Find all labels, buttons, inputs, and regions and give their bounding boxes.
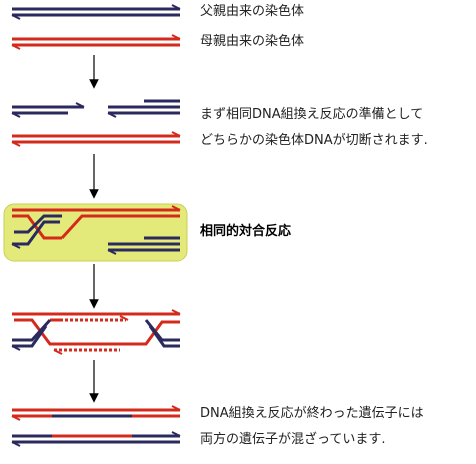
paternal-chromosome xyxy=(11,4,181,20)
intact-maternal-chromosome xyxy=(11,131,181,147)
homologous-pairing-strands xyxy=(11,205,181,255)
maternal-label: 母親由来の染色体 xyxy=(200,34,305,49)
paternal-label: 父親由来の染色体 xyxy=(200,4,305,19)
result-line-1: DNA組換え反応が終わった遺伝子には xyxy=(200,406,424,421)
break-step-line-2: どちらかの染色体DNAが切断されます. xyxy=(200,133,428,148)
result-line-2: 両方の遺伝子が混ざっています. xyxy=(200,432,386,447)
broken-paternal-chromosome xyxy=(11,99,180,118)
recombined-chromosome-2 xyxy=(11,431,181,447)
holliday-junctions xyxy=(11,309,181,355)
pairing-highlight-box xyxy=(3,203,188,262)
maternal-chromosome xyxy=(11,34,181,50)
recombined-chromosome-1 xyxy=(11,405,181,421)
break-step-line-1: まず相同DNA組換え反応の準備として xyxy=(200,107,424,122)
homologous-pairing-label: 相同的対合反応 xyxy=(200,224,292,239)
